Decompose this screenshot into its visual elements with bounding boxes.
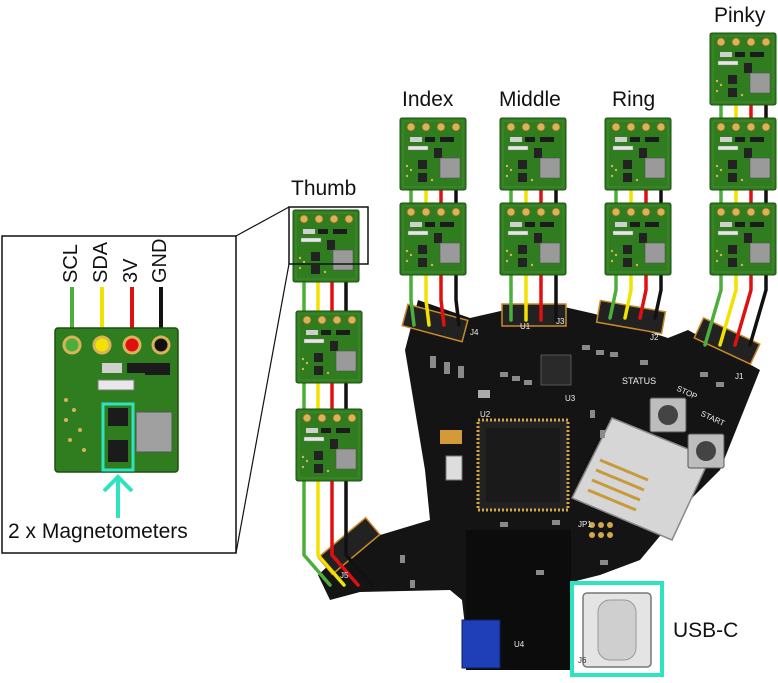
connector-j4 (401, 303, 469, 343)
ring-sensor-2 (604, 202, 672, 276)
u1-silkscreen: U1 (520, 322, 531, 331)
j3-silkscreen: J3 (556, 317, 565, 326)
j5-silkscreen: J5 (340, 571, 349, 580)
pinky-sensor-3 (709, 202, 777, 276)
middle-sensor-1 (499, 117, 567, 191)
ring-sensor-1 (604, 117, 672, 191)
j4-silkscreen: J4 (470, 328, 479, 337)
v3-pin-label: 3V (120, 258, 142, 283)
magnetometer-arrow (102, 474, 134, 493)
magnetometer-highlight (101, 402, 135, 472)
pinky-label: Pinky (714, 4, 766, 27)
j2-silkscreen: J2 (650, 333, 659, 342)
magnetometers-label: 2 x Magnetometers (8, 520, 188, 543)
u3-silkscreen: U3 (565, 394, 576, 403)
j1-silkscreen: J1 (735, 372, 744, 381)
thumb-label: Thumb (291, 177, 357, 200)
jp1-silkscreen: JP1 (578, 520, 592, 529)
ring-label: Ring (612, 88, 656, 111)
middle-sensor-2 (499, 202, 567, 276)
battery-connector (461, 619, 501, 669)
pinky-sensor-2 (709, 117, 777, 191)
index-sensor-1 (399, 117, 467, 191)
thumb-sensor-3 (295, 408, 363, 482)
index-sensor-2 (399, 202, 467, 276)
scl-pin-label: SCL (60, 244, 82, 283)
middle-label: Middle (499, 88, 561, 111)
connector-j2 (595, 299, 667, 335)
sda-pin-label: SDA (90, 241, 112, 283)
status-silkscreen: STATUS (622, 376, 657, 386)
connector-j3 (501, 303, 567, 327)
thumb-sensor-1 (292, 209, 360, 283)
thumb-sensor-2 (295, 310, 363, 384)
index-label: Index (402, 88, 454, 111)
usb-c-highlight (570, 581, 664, 677)
j6-silkscreen: J6 (578, 656, 587, 665)
gnd-pin-label: GND (149, 238, 171, 283)
u2-silkscreen: U2 (480, 410, 491, 419)
usb-c-label: USB-C (673, 619, 739, 642)
u4-silkscreen: U4 (514, 640, 525, 649)
sd-card-slot (570, 417, 712, 541)
pinky-sensor-1 (709, 32, 777, 106)
thumb-zoom-frame (288, 206, 369, 265)
